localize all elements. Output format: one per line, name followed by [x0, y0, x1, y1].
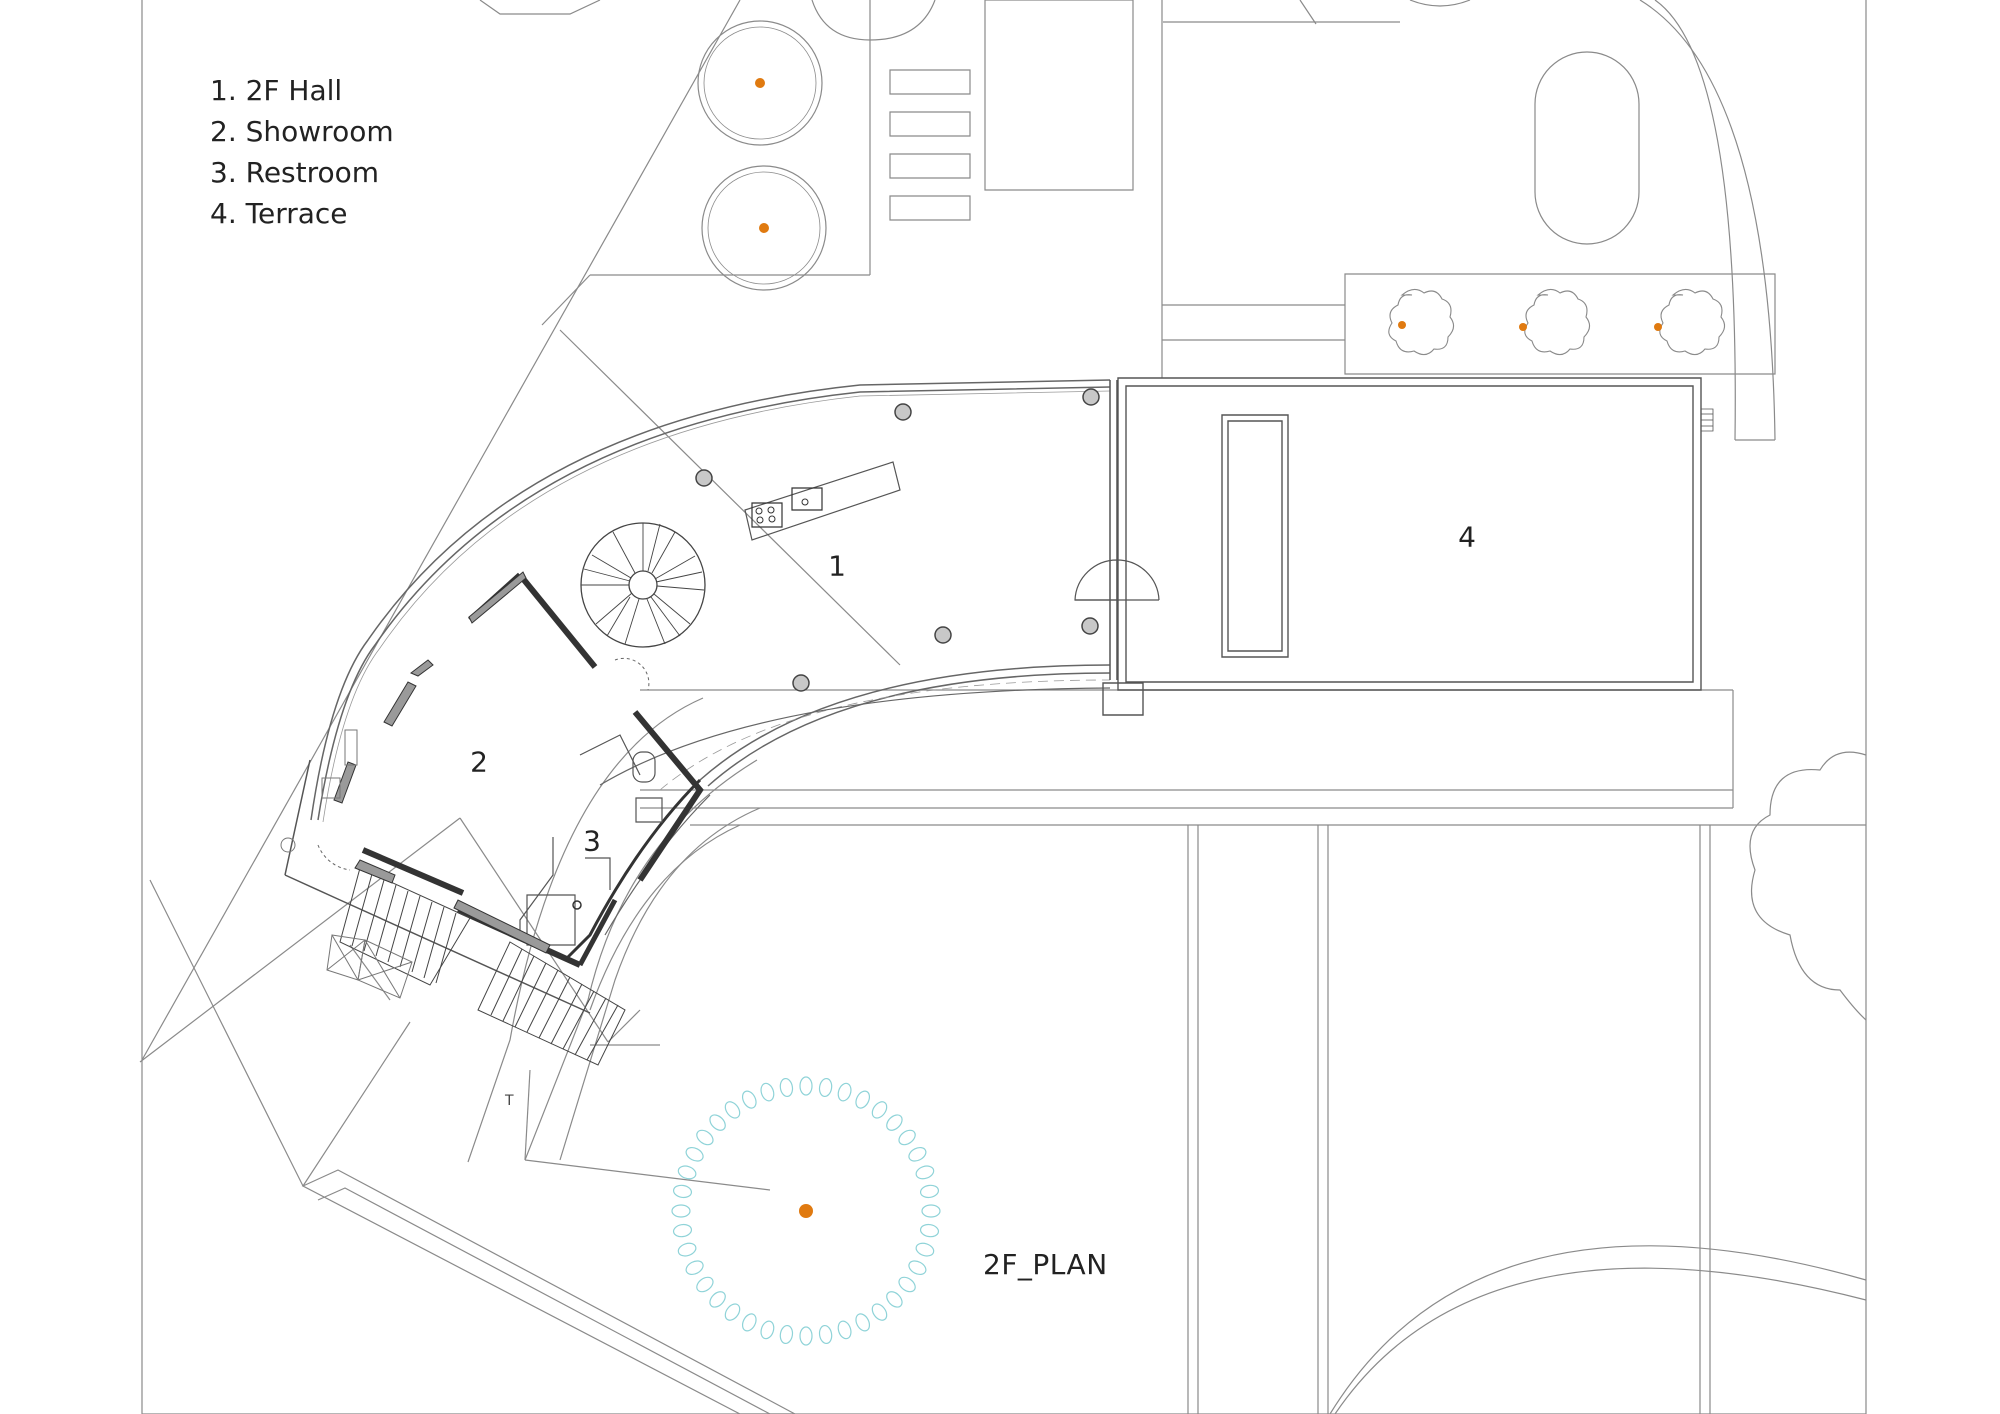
- plan-title: 2F_PLAN: [983, 1248, 1108, 1281]
- shrub-ring-item: [853, 1312, 872, 1333]
- shrub-ring-item: [920, 1223, 940, 1238]
- shrub-ring-item: [759, 1319, 776, 1340]
- shrub-ring-item: [707, 1289, 728, 1310]
- site-context: [140, 0, 1866, 1414]
- shrub-ring-item: [694, 1274, 716, 1294]
- room-label-showroom: 2: [470, 745, 488, 779]
- shrub-ring-item: [800, 1327, 812, 1345]
- shrub-ring-item: [677, 1241, 698, 1258]
- legend-item-restroom: 3. Restroom: [210, 156, 380, 189]
- shrub-ring-item: [907, 1145, 928, 1164]
- shrub-ring-item: [740, 1089, 759, 1110]
- svg-text:T: T: [504, 1093, 514, 1109]
- shrub-ring-item: [836, 1319, 853, 1340]
- shrub-ring-item: [922, 1205, 940, 1217]
- shrub-ring-item: [800, 1077, 812, 1095]
- shrub-ring-item: [694, 1127, 716, 1147]
- shrub-ring-item: [779, 1325, 794, 1345]
- shrub-ring-item: [884, 1112, 905, 1133]
- shrub-ring-item: [836, 1082, 853, 1103]
- shrub-ring-item: [920, 1184, 940, 1199]
- shrub-ring-item: [869, 1301, 889, 1323]
- shrub-ring-item: [907, 1258, 928, 1277]
- shrub-ring-item: [779, 1078, 794, 1098]
- shrub-ring-item: [759, 1082, 776, 1103]
- shrub-ring-item: [869, 1099, 889, 1121]
- room-label-terrace: 4: [1458, 520, 1476, 554]
- legend-item-terrace: 4. Terrace: [210, 197, 348, 230]
- shrub-ring-item: [818, 1078, 833, 1098]
- shrub-ring-item: [896, 1274, 918, 1294]
- shrub-ring-item: [684, 1258, 705, 1277]
- central-tree: [672, 1077, 940, 1345]
- shrub-ring-item: [673, 1184, 693, 1199]
- shrub-ring-item: [684, 1145, 705, 1164]
- shrub-ring-item: [914, 1241, 935, 1258]
- room-label-restroom: 3: [583, 824, 601, 858]
- shrub-ring-item: [722, 1301, 742, 1323]
- shrub-ring-item: [673, 1223, 693, 1238]
- shrub-ring-item: [707, 1112, 728, 1133]
- shrub-ring-item: [896, 1127, 918, 1147]
- shrub-ring-item: [914, 1164, 935, 1181]
- trees-upper: [698, 0, 935, 290]
- building: T: [281, 380, 1159, 1109]
- shrub-ring-item: [672, 1205, 690, 1217]
- shrubs: [1389, 289, 1725, 354]
- shrub-ring-item: [740, 1312, 759, 1333]
- shrub-ring-item: [677, 1164, 698, 1181]
- legend-item-showroom: 2. Showroom: [210, 115, 394, 148]
- legend-item-hall: 1. 2F Hall: [210, 74, 343, 107]
- shrub-ring-item: [818, 1325, 833, 1345]
- shrub-ring-item: [722, 1099, 742, 1121]
- shrub-ring-item: [884, 1289, 905, 1310]
- terrace: [1103, 378, 1713, 715]
- legend: 1. 2F Hall 2. Showroom 3. Restroom 4. Te…: [210, 70, 394, 234]
- room-label-hall: 1: [828, 549, 846, 583]
- shrub-ring-item: [853, 1089, 872, 1110]
